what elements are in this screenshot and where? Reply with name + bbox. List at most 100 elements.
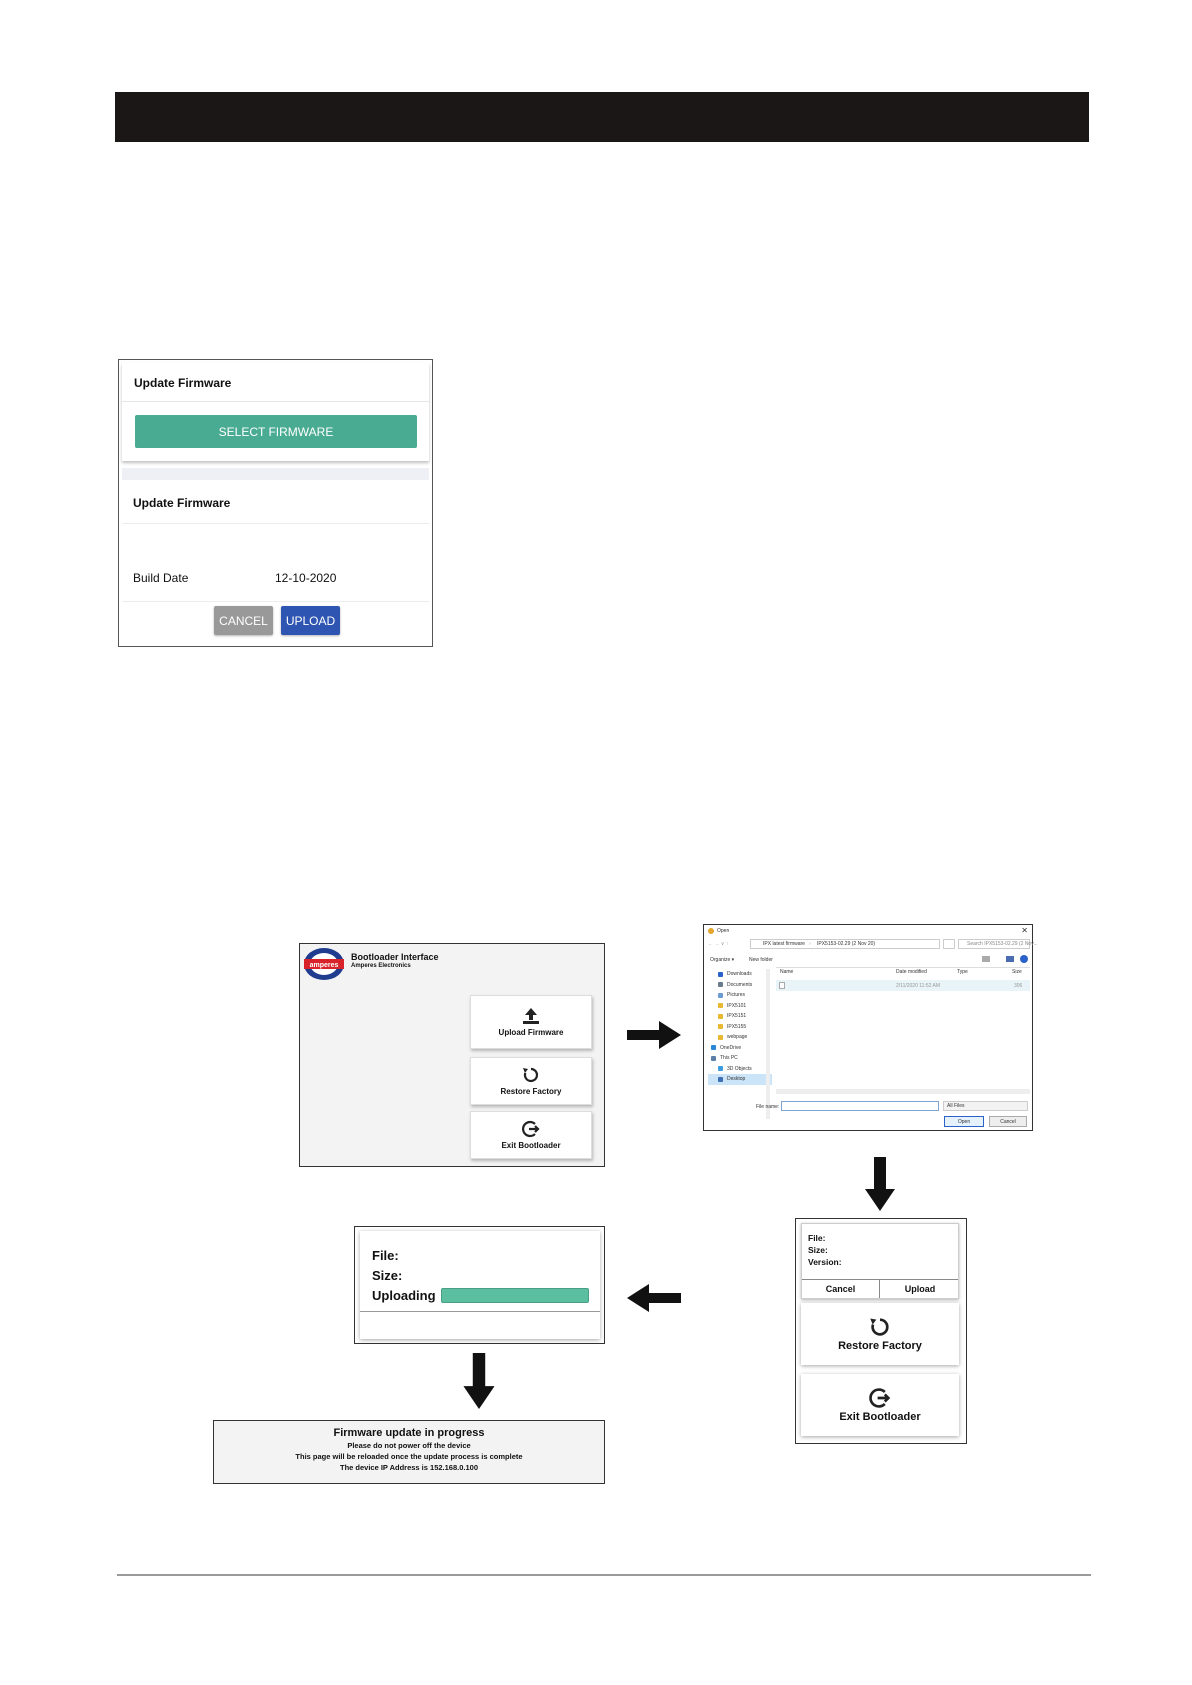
update-progress-message: Firmware update in progress Please do no…	[213, 1420, 605, 1484]
amperes-logo: amperes	[303, 947, 345, 981]
bootloader-interface: amperes Bootloader Interface Amperes Ele…	[299, 943, 605, 1167]
select-firmware-button[interactable]: SELECT FIRMWARE	[135, 415, 417, 448]
open-button[interactable]: Open	[944, 1116, 984, 1127]
upload-icon	[523, 1008, 539, 1024]
arrow-down-icon	[463, 1353, 495, 1409]
divider	[360, 1311, 600, 1312]
folder-icon	[718, 1003, 723, 1009]
build-date-value: 12-10-2020	[275, 571, 337, 585]
arrow-right-icon	[627, 1021, 681, 1049]
button-label: Exit Bootloader	[501, 1141, 561, 1150]
size-label: Size:	[808, 1245, 828, 1255]
sidebar-item[interactable]: Desktop	[708, 1074, 772, 1085]
file-size: 306	[1014, 983, 1023, 989]
sidebar-item-label: IPX5151	[727, 1013, 747, 1020]
view-options-icon[interactable]	[982, 956, 990, 962]
upload-panel-upload-button[interactable]: Upload	[904, 1284, 936, 1294]
file-row[interactable]: 2/11/2020 11:52 AM 306	[776, 980, 1030, 991]
bootloader-subtitle: Amperes Electronics	[351, 963, 411, 969]
column-date-modified[interactable]: Date modified	[896, 969, 927, 975]
nav-arrows-icon[interactable]: ← → ∨ ↑	[708, 941, 729, 947]
sidebar-item[interactable]: IPX5151	[708, 1011, 772, 1022]
sidebar-item[interactable]: Documents	[708, 980, 772, 991]
help-icon[interactable]	[1020, 955, 1028, 963]
restore-icon	[523, 1067, 539, 1083]
folder-icon	[718, 1024, 723, 1030]
cancel-button[interactable]: CANCEL	[214, 606, 273, 635]
search-input[interactable]: Search IPX5153-02.29 (2 Nov...	[958, 939, 1038, 949]
update-firmware-panel: Update Firmware SELECT FIRMWARE Update F…	[118, 359, 433, 647]
dialog-cancel-button[interactable]: Cancel	[989, 1116, 1027, 1127]
upload-panel-cancel-button[interactable]: Cancel	[802, 1280, 880, 1298]
path-part-2: IPX5153-02.29 (2 Nov 20)	[817, 941, 876, 947]
arrow-down-icon	[865, 1157, 895, 1211]
message-title: Firmware update in progress	[333, 1427, 485, 1439]
card-gap	[122, 468, 429, 480]
restore-factory-button[interactable]: Restore Factory	[470, 1057, 592, 1105]
refresh-icon[interactable]	[943, 939, 955, 949]
organize-menu[interactable]: Organize ▾	[710, 957, 735, 963]
folder-icon	[718, 992, 723, 998]
sidebar-item[interactable]: OneDrive	[708, 1043, 772, 1054]
restore-icon	[870, 1318, 889, 1336]
sidebar-item[interactable]: Downloads	[708, 969, 772, 980]
sidebar-item[interactable]: IPX5101	[708, 1001, 772, 1012]
exit-bootloader-button[interactable]: Exit Bootloader	[801, 1374, 959, 1436]
version-label: Version:	[808, 1257, 842, 1267]
sidebar-item[interactable]: 3D Objects	[708, 1064, 772, 1075]
file-open-dialog: Open ✕ ← → ∨ ↑ IPX latest firmware › IPX…	[703, 924, 1038, 1131]
upload-firmware-button[interactable]: Upload Firmware	[470, 995, 592, 1049]
horizontal-scrollbar[interactable]	[776, 1089, 1030, 1094]
sidebar-item-label: 3D Objects	[727, 1065, 752, 1072]
folder-icon	[718, 971, 723, 977]
file-type-filter[interactable]: All Files	[943, 1101, 1028, 1111]
preview-pane-icon[interactable]	[1006, 956, 1014, 962]
sidebar-scrollbar[interactable]	[766, 969, 770, 1119]
restore-factory-button[interactable]: Restore Factory	[801, 1303, 959, 1365]
column-name[interactable]: Name	[780, 969, 794, 975]
sidebar-item[interactable]: webpage	[708, 1032, 772, 1043]
upload-confirm-panel: File: Size: Version: Cancel Upload Resto…	[795, 1218, 967, 1444]
card-title: Update Firmware	[134, 376, 232, 390]
search-placeholder: Search IPX5153-02.29 (2 Nov...	[967, 941, 1038, 947]
file-label: File:	[372, 1248, 399, 1263]
file-name-label: File name:	[756, 1104, 780, 1110]
file-name-input[interactable]	[781, 1101, 939, 1111]
sidebar-item-label: Pictures	[727, 992, 746, 999]
sidebar-item-label: Downloads	[727, 971, 752, 978]
sidebar-item-label: OneDrive	[720, 1044, 742, 1051]
svg-text:amperes: amperes	[310, 962, 339, 969]
close-icon[interactable]: ✕	[1021, 926, 1028, 935]
exit-icon	[869, 1388, 891, 1408]
select-firmware-card: Update Firmware SELECT FIRMWARE	[122, 363, 429, 461]
divider	[122, 601, 429, 602]
sidebar-item[interactable]: Pictures	[708, 990, 772, 1001]
divider	[122, 523, 429, 524]
message-line: This page will be reloaded once the upda…	[295, 1452, 523, 1461]
build-date-label: Build Date	[133, 571, 189, 585]
upload-firmware-card: Update Firmware Build Date 12-10-2020 CA…	[122, 483, 429, 645]
sidebar-item[interactable]: IPX5155	[708, 1022, 772, 1033]
divider	[802, 1279, 958, 1280]
exit-icon	[522, 1120, 540, 1138]
size-label: Size:	[372, 1268, 403, 1283]
upload-button[interactable]: UPLOAD	[281, 606, 340, 635]
address-bar[interactable]: IPX latest firmware › IPX5153-02.29 (2 N…	[750, 939, 940, 949]
uploading-label: Uploading	[372, 1288, 436, 1303]
button-label: Restore Factory	[500, 1087, 562, 1096]
sidebar-item-label: Documents	[727, 981, 753, 988]
button-label: Exit Bootloader	[839, 1411, 921, 1423]
exit-bootloader-button[interactable]: Exit Bootloader	[470, 1111, 592, 1159]
sidebar-item-label: webpage	[727, 1034, 748, 1041]
sidebar-item-label: IPX5101	[727, 1002, 747, 1009]
file-label: File:	[808, 1233, 826, 1243]
folder-icon	[711, 1055, 716, 1061]
divider	[776, 967, 1030, 968]
file-icon	[779, 982, 785, 989]
column-size[interactable]: Size	[1012, 969, 1022, 975]
sidebar-item[interactable]: This PC	[708, 1053, 772, 1064]
new-folder-button[interactable]: New folder	[749, 957, 773, 963]
column-type[interactable]: Type	[957, 969, 968, 975]
message-line: Please do not power off the device	[347, 1441, 471, 1450]
